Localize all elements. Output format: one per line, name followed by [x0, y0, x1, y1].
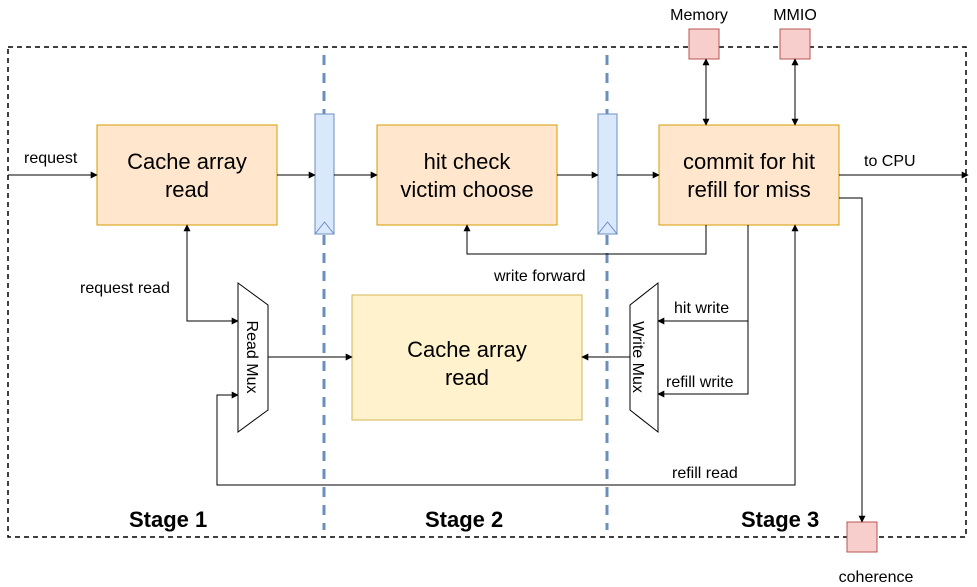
stage-2-label: Stage 2 — [425, 507, 503, 532]
stage-3-label: Stage 3 — [741, 507, 819, 532]
cache-array-read-block-stage2: Cache array read — [351, 294, 583, 421]
hit-write-label: hit write — [674, 300, 729, 317]
pipeline-register-1 — [313, 113, 336, 235]
memory-port: Memory — [670, 7, 728, 60]
write-forward-label: write forward — [493, 268, 586, 285]
hit-check-block: hit check victim choose — [376, 124, 558, 226]
request-read-label: request read — [80, 280, 170, 297]
block-label: Cache array — [407, 337, 527, 362]
refill-read-path — [216, 224, 799, 486]
block-label: victim choose — [400, 177, 533, 202]
coherence-label: coherence — [839, 569, 914, 586]
refill-read-label: refill read — [672, 465, 738, 482]
coherence-path — [839, 197, 866, 523]
request-read-path — [183, 224, 239, 325]
write-mux: Write Mux — [629, 281, 659, 434]
block-label: hit check — [424, 149, 512, 174]
block-label: refill for miss — [687, 177, 810, 202]
block-label: read — [165, 177, 209, 202]
block-label: commit for hit — [683, 149, 815, 174]
mmio-label: MMIO — [773, 7, 817, 24]
refill-write-label: refill write — [666, 374, 734, 391]
pipeline-register-2 — [596, 113, 619, 235]
pipeline-boundary — [7, 46, 967, 538]
stage-1-label: Stage 1 — [129, 507, 207, 532]
cache-array-read-block-stage1: Cache array read — [96, 124, 278, 226]
write-mux-label: Write Mux — [629, 321, 646, 393]
block-label: read — [445, 365, 489, 390]
commit-block: commit for hit refill for miss — [658, 124, 840, 226]
read-mux: Read Mux — [237, 282, 269, 433]
mmio-port: MMIO — [773, 7, 817, 60]
block-label: Cache array — [127, 149, 247, 174]
read-mux-label: Read Mux — [243, 321, 260, 394]
write-forward-path — [463, 224, 707, 255]
request-label: request — [24, 150, 78, 167]
memory-label: Memory — [670, 7, 728, 24]
to-cpu-label: to CPU — [864, 153, 916, 170]
coherence-port: coherence — [839, 521, 914, 586]
